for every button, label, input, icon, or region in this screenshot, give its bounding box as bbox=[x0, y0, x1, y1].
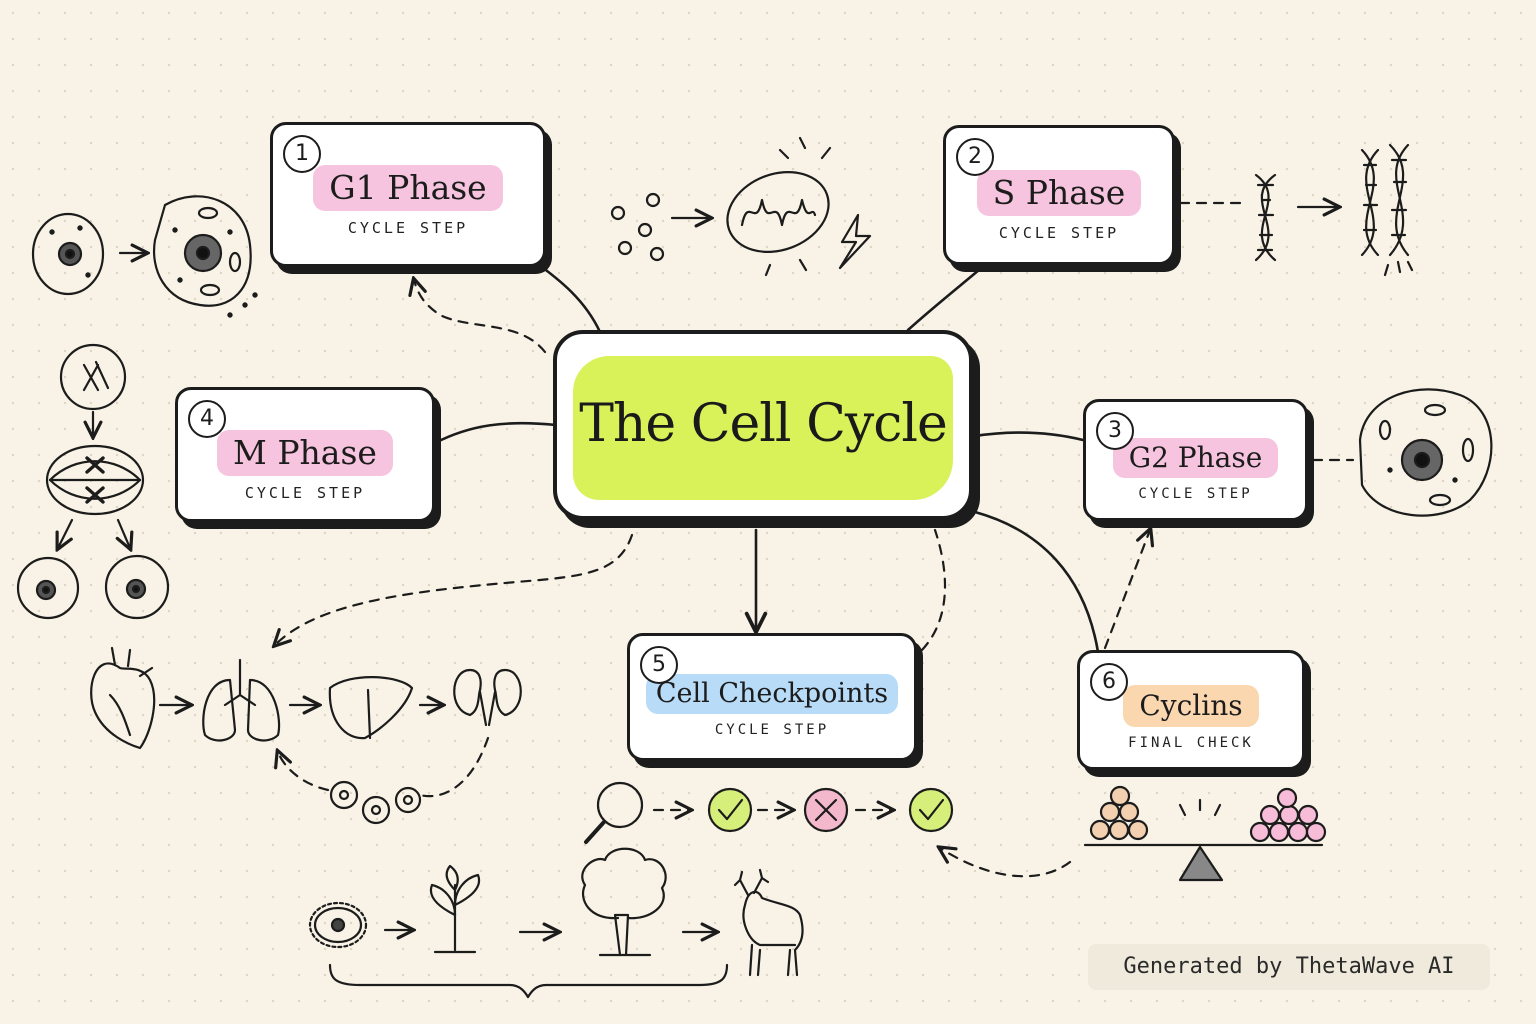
central-node[interactable]: The Cell Cycle bbox=[553, 330, 973, 520]
dashed-organs-loop bbox=[418, 736, 490, 798]
large-cell-icon bbox=[153, 195, 258, 318]
mitochondrion-icon bbox=[726, 136, 832, 277]
node-cell-checkpoints[interactable]: 5 Cell Checkpoints CYCLE STEP bbox=[627, 633, 917, 761]
node-title: G1 Phase bbox=[313, 165, 503, 211]
node-g2-phase[interactable]: 3 G2 Phase CYCLE STEP bbox=[1083, 399, 1308, 521]
dna-replicated-icon bbox=[1360, 143, 1414, 277]
lightning-icon bbox=[838, 213, 872, 270]
node-title: Cell Checkpoints bbox=[645, 674, 899, 714]
kidney-icon bbox=[453, 668, 522, 727]
zygote-icon bbox=[308, 901, 368, 949]
chromosome-icon bbox=[59, 343, 127, 411]
node-title: S Phase bbox=[976, 170, 1142, 216]
sprout-icon bbox=[429, 864, 481, 954]
node-subtitle: FINAL CHECK bbox=[1128, 735, 1254, 751]
step-number-badge: 4 bbox=[188, 400, 226, 438]
step-number-badge: 6 bbox=[1090, 663, 1128, 701]
step-number-badge: 1 bbox=[283, 135, 321, 173]
node-subtitle: CYCLE STEP bbox=[714, 722, 830, 738]
dashed-cyclins-g2 bbox=[1103, 530, 1150, 650]
g2-cell-icon bbox=[1358, 388, 1493, 517]
check-icon bbox=[908, 787, 954, 833]
node-title: G2 Phase bbox=[1112, 438, 1279, 478]
connector-s bbox=[906, 263, 987, 332]
node-title: M Phase bbox=[217, 430, 393, 476]
step-number-badge: 3 bbox=[1096, 412, 1134, 450]
liver-icon bbox=[328, 676, 414, 740]
node-cyclins[interactable]: 6 Cyclins FINAL CHECK bbox=[1077, 650, 1305, 770]
node-subtitle: CYCLE STEP bbox=[347, 219, 469, 237]
step-number-badge: 5 bbox=[640, 646, 678, 684]
watermark: Generated by ThetaWave AI bbox=[1088, 944, 1490, 990]
daughter-cell-icon bbox=[16, 554, 170, 620]
dashed-scale-back bbox=[940, 848, 1072, 878]
dashed-organs-loop-back bbox=[278, 752, 330, 792]
blood-cells-icon bbox=[329, 780, 422, 825]
dashed-g1-loop bbox=[414, 280, 547, 354]
node-subtitle: CYCLE STEP bbox=[244, 484, 366, 502]
node-subtitle: CYCLE STEP bbox=[998, 224, 1120, 242]
central-title: The Cell Cycle bbox=[579, 394, 948, 454]
node-title: Cyclins bbox=[1123, 685, 1259, 727]
node-m-phase[interactable]: 4 M Phase CYCLE STEP bbox=[175, 387, 435, 522]
check-icon bbox=[707, 787, 753, 833]
magnifier-icon bbox=[584, 781, 644, 844]
spindle-icon bbox=[45, 444, 145, 516]
nutrient-dots-icon bbox=[610, 192, 665, 262]
dashed-checkpoints-center bbox=[920, 528, 947, 652]
connector-g2 bbox=[973, 431, 1085, 442]
step-number-badge: 2 bbox=[956, 138, 994, 176]
connector-cyclins bbox=[973, 510, 1100, 654]
dashed-center-organs bbox=[275, 533, 634, 645]
connector-g1 bbox=[533, 260, 602, 334]
tree-icon bbox=[581, 847, 667, 957]
deer-icon bbox=[733, 868, 804, 977]
center-highlight bbox=[573, 356, 953, 500]
connector-m bbox=[433, 421, 558, 445]
cross-icon bbox=[803, 787, 849, 833]
cell-icon bbox=[31, 212, 105, 296]
heart-icon bbox=[90, 646, 156, 750]
balance-scale-icon bbox=[1083, 785, 1327, 882]
node-g1-phase[interactable]: 1 G1 Phase CYCLE STEP bbox=[270, 122, 546, 267]
node-s-phase[interactable]: 2 S Phase CYCLE STEP bbox=[943, 125, 1175, 265]
dna-icon bbox=[1254, 173, 1277, 262]
node-subtitle: CYCLE STEP bbox=[1138, 486, 1253, 502]
lungs-icon bbox=[202, 658, 281, 742]
